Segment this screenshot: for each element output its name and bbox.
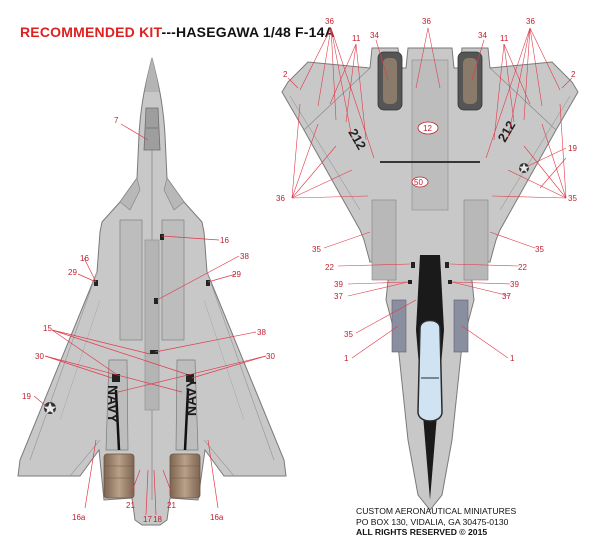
callout-38-upper: 38 <box>240 252 249 261</box>
callout-15: 15 <box>43 324 52 333</box>
callout-36-left-fan: 36 <box>276 194 285 203</box>
callout-22-left: 22 <box>325 263 334 272</box>
pylon-right <box>453 299 469 353</box>
title-kit-name: ---HASEGAWA 1/48 F-14A <box>161 24 335 40</box>
bottom-wing-insignia <box>518 163 530 173</box>
callout-19: 19 <box>568 144 577 153</box>
callout-2-left: 2 <box>283 70 288 79</box>
wing-star-insignia <box>43 402 57 414</box>
callout-38-lower: 38 <box>257 328 266 337</box>
callout-22-right: 22 <box>518 263 527 272</box>
callout-1-right: 1 <box>510 354 515 363</box>
callout-16-right: 16 <box>220 236 229 245</box>
publisher-footer: CUSTOM AERONAUTICAL MINIATURES PO BOX 13… <box>356 506 516 538</box>
callout-34-left: 34 <box>370 31 379 40</box>
callout-39-right: 39 <box>510 280 519 289</box>
callout-39-left: 39 <box>334 280 343 289</box>
right-nozzle <box>169 453 201 499</box>
callout-35-center: 35 <box>344 330 353 339</box>
callout-36-top: 36 <box>422 17 431 26</box>
callout-36-top-right: 36 <box>526 17 535 26</box>
tail-navy-right: NAVY <box>183 377 199 416</box>
callout-19: 19 <box>22 392 31 401</box>
footer-company: CUSTOM AERONAUTICAL MINIATURES <box>356 506 517 516</box>
canopy-bottom-view <box>417 319 443 422</box>
top-view-aircraft: NAVY NAVY <box>17 57 287 526</box>
callout-36-top-left: 36 <box>325 17 334 26</box>
callout-16a-left: 16a <box>72 513 86 522</box>
callout-1-left: 1 <box>344 354 349 363</box>
callout-2-right: 2 <box>571 70 576 79</box>
callout-18: 18 <box>153 515 162 524</box>
callout-21-right: 21 <box>167 501 176 510</box>
callout-12: 12 <box>423 124 432 133</box>
bottom-view-aircraft: 212 212 <box>281 47 579 511</box>
callout-37-left: 37 <box>334 292 343 301</box>
nose-radome <box>145 58 159 92</box>
callout-11-right: 11 <box>500 34 509 43</box>
callout-21-left: 21 <box>126 501 135 510</box>
callout-16-left: 16 <box>80 254 89 263</box>
callout-50: 50 <box>414 178 423 187</box>
callout-35-left: 35 <box>312 245 321 254</box>
callout-16a-right: 16a <box>210 513 224 522</box>
callout-30-left: 30 <box>35 352 44 361</box>
title-recommended-kit: RECOMMENDED KIT <box>20 24 162 40</box>
callout-30-right: 30 <box>266 352 275 361</box>
pylon-left <box>391 299 407 353</box>
right-intake <box>161 219 185 341</box>
left-intake <box>119 219 143 341</box>
bottom-roundel-50 <box>411 176 429 188</box>
callout-37-right: 37 <box>502 292 511 301</box>
left-nozzle <box>103 453 135 499</box>
footer-copyright: ALL RIGHTS RESERVED © 2015 <box>356 527 488 537</box>
footer-address: PO BOX 130, VIDALIA, GA 30475-0130 <box>356 516 509 527</box>
callout-29-left: 29 <box>68 268 77 277</box>
bottom-view-callouts: 36 36 36 11 11 34 34 2 2 12 19 50 36 35 … <box>276 17 577 363</box>
callout-7: 7 <box>114 116 119 125</box>
callout-11-left: 11 <box>352 34 361 43</box>
bottom-roundel-12 <box>417 121 439 135</box>
bottom-view-leader-lines <box>287 27 573 359</box>
page-title: RECOMMENDED KIT---HASEGAWA 1/48 F-14A <box>20 24 335 40</box>
callout-35-right: 35 <box>535 245 544 254</box>
callout-17: 17 <box>143 515 152 524</box>
tail-navy-left: NAVY <box>105 385 121 424</box>
callout-29-right: 29 <box>232 270 241 279</box>
top-view-leader-lines <box>33 123 267 516</box>
canopy-top <box>143 107 161 151</box>
callout-34-right: 34 <box>478 31 487 40</box>
top-view-callouts: 7 16 38 29 16 29 15 38 30 30 19 21 17 18… <box>22 116 275 524</box>
callout-35-right-fan: 35 <box>568 194 577 203</box>
